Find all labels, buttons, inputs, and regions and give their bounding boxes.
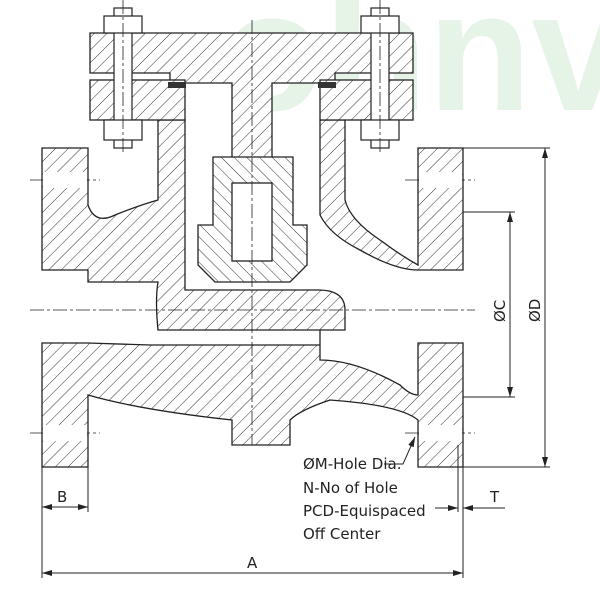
note-hole-dia: ØM-Hole Dia. (303, 455, 401, 473)
note-pcd: PCD-Equispaced (303, 502, 426, 520)
gasket-right (318, 82, 336, 88)
note-no-of-hole: N-No of Hole (303, 479, 398, 497)
dim-c-label: ØC (491, 300, 509, 322)
dim-d-label: ØD (526, 299, 544, 322)
body-right (319, 119, 464, 271)
note-off-center: Off Center (303, 525, 381, 543)
dimension-lines (41, 147, 550, 578)
dim-a-label: A (247, 554, 258, 572)
dim-t-label: T (489, 488, 500, 506)
gasket-left (168, 82, 186, 88)
body-left (41, 119, 464, 468)
dim-b-label: B (57, 488, 67, 506)
